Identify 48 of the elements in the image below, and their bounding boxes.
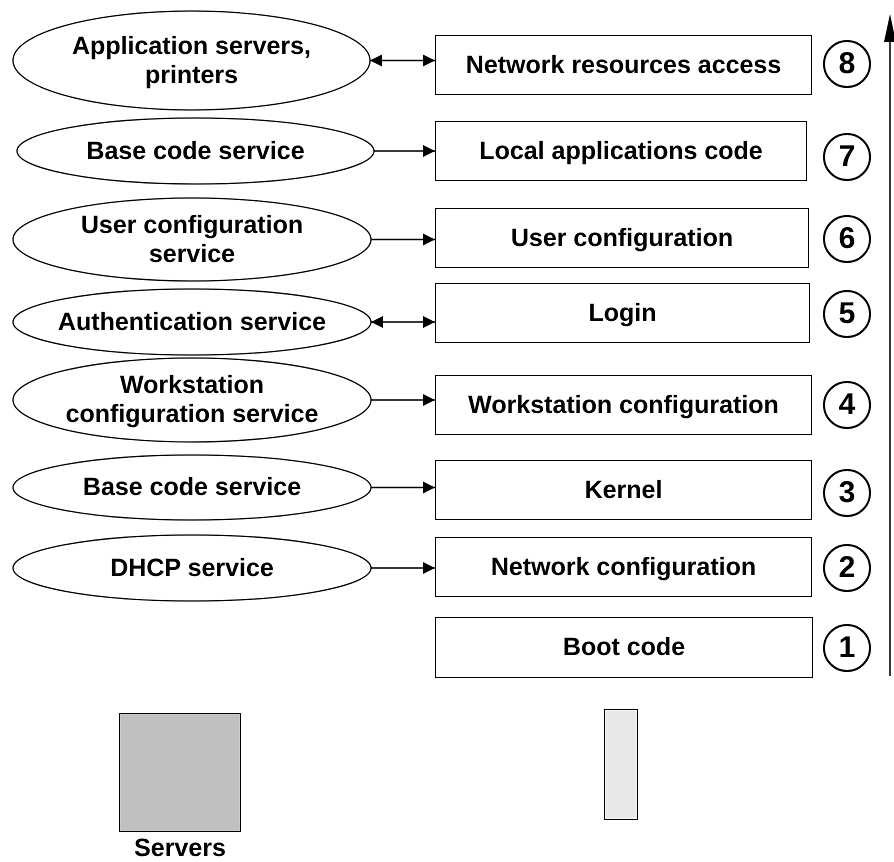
node-label: Servers xyxy=(134,834,226,862)
arrow xyxy=(371,482,435,494)
stage-box xyxy=(435,537,812,597)
stage-box xyxy=(435,35,812,95)
arrow xyxy=(370,54,435,66)
node-label: Network resources access xyxy=(466,50,782,80)
node-label: Network configuration xyxy=(490,552,756,582)
node-label: Application servers, printers xyxy=(71,32,312,90)
stage-box xyxy=(435,460,812,520)
stage-box xyxy=(435,617,813,678)
arrow xyxy=(371,234,435,246)
step-number: 6 xyxy=(823,215,871,263)
service-ellipse xyxy=(17,118,374,184)
server-box xyxy=(119,713,241,832)
node-label: User configuration service xyxy=(80,210,304,268)
node-label: DHCP service xyxy=(110,554,274,582)
node-label: Base code service xyxy=(86,136,305,166)
stage-box xyxy=(435,121,807,181)
service-ellipse xyxy=(13,289,371,355)
stage-box xyxy=(435,283,810,343)
stage-box xyxy=(435,375,812,435)
arrow xyxy=(371,394,435,406)
service-ellipse xyxy=(13,198,371,281)
step-number: 5 xyxy=(823,290,871,338)
node-label: Boot code xyxy=(562,633,686,662)
node-label: Authentication service xyxy=(58,308,326,336)
step-number: 4 xyxy=(823,381,871,429)
node-label: Login xyxy=(588,298,657,328)
station-box xyxy=(604,709,638,820)
step-number: 7 xyxy=(823,133,871,181)
node-label: Workstation configuration service xyxy=(64,371,320,429)
arrow xyxy=(374,145,435,157)
service-ellipse xyxy=(13,455,371,520)
service-ellipse xyxy=(13,11,370,110)
node-label: Local applications code xyxy=(479,136,763,166)
arrow xyxy=(371,562,435,574)
service-ellipse xyxy=(13,358,371,442)
node-label: Kernel xyxy=(584,476,662,504)
step-number: 2 xyxy=(823,544,871,592)
node-label: User configuration xyxy=(510,224,734,252)
step-number: 1 xyxy=(823,624,871,672)
node-label: Base code service xyxy=(82,473,302,502)
step-number: 8 xyxy=(823,40,871,88)
step-number: 3 xyxy=(823,469,871,517)
service-ellipse xyxy=(13,535,371,601)
stage-box xyxy=(435,208,809,268)
node-label: Workstation configuration xyxy=(468,390,779,420)
arrow xyxy=(371,316,435,328)
